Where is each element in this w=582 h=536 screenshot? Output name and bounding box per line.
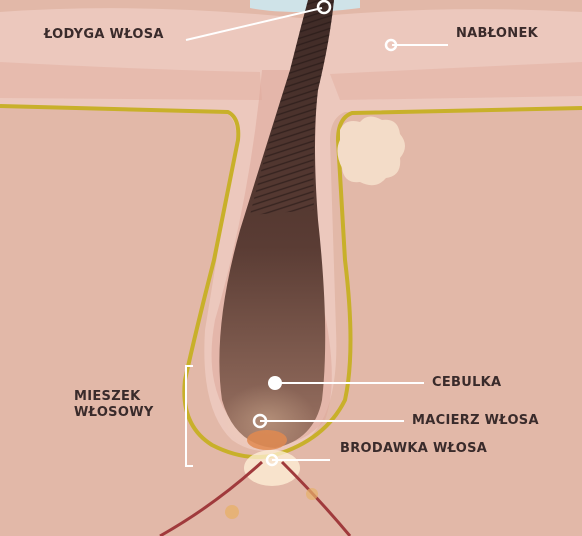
epidermis-basal-left bbox=[0, 62, 262, 100]
hair-cuticle-texture bbox=[250, 0, 334, 215]
sebaceous-gland bbox=[337, 116, 405, 186]
marker-bulb bbox=[268, 376, 282, 390]
label-follicle-line2: WŁOSOWY bbox=[74, 405, 154, 420]
blood-vessel-left bbox=[159, 460, 264, 536]
dermal-papilla bbox=[247, 430, 287, 450]
label-epithelium: NABŁONEK bbox=[456, 26, 539, 41]
label-matrix: MACIERZ WŁOSA bbox=[412, 413, 539, 428]
epidermis-basal-right bbox=[330, 62, 582, 100]
marker-matrix bbox=[252, 413, 268, 429]
marker-epithelium bbox=[384, 38, 398, 52]
marker-hair-shaft bbox=[316, 0, 332, 15]
label-bulb: CEBULKA bbox=[432, 375, 502, 390]
follicle-bracket bbox=[185, 365, 193, 467]
marker-papilla bbox=[265, 453, 279, 467]
blood-vessel-right bbox=[280, 460, 352, 536]
vessel-node-left bbox=[225, 505, 239, 519]
label-follicle-line1: MIESZEK bbox=[74, 389, 141, 404]
follicle-outline bbox=[0, 104, 582, 459]
vessel-node-right bbox=[306, 488, 318, 500]
leader-line-hair-shaft bbox=[185, 7, 323, 41]
label-hair-shaft: ŁODYGA WŁOSA bbox=[44, 27, 164, 42]
label-papilla: BRODAWKA WŁOSA bbox=[340, 441, 488, 456]
